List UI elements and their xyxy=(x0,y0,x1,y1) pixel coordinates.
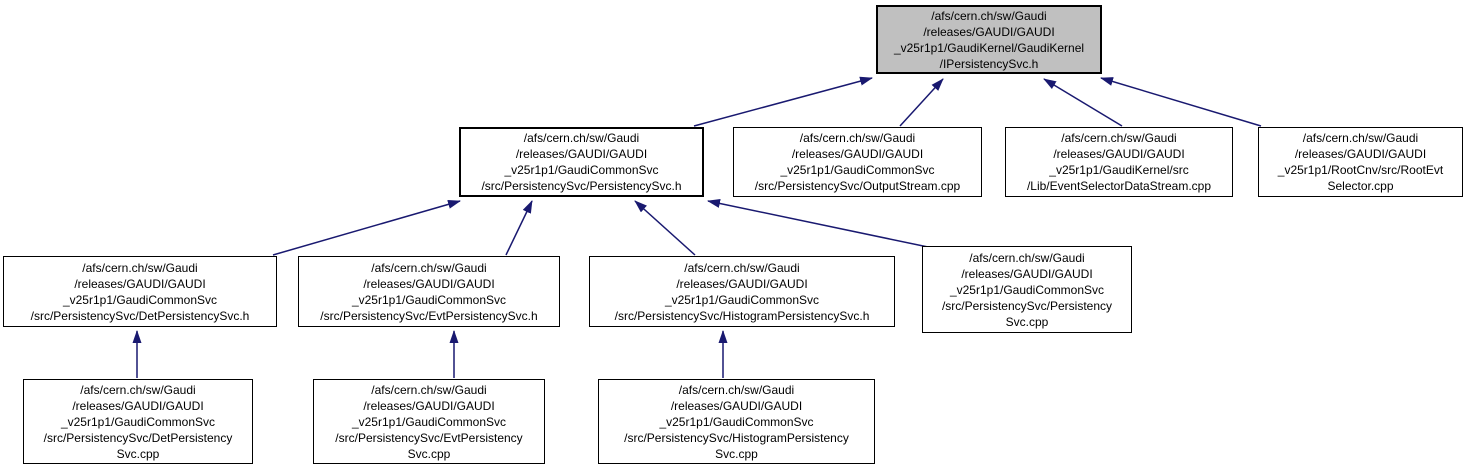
node-detpersistencysvc-h[interactable]: /afs/cern.ch/sw/Gaudi /releases/GAUDI/GA… xyxy=(3,256,277,327)
node-path-line: _v25r1p1/GaudiKernel/src xyxy=(1049,163,1189,177)
node-path-line: /releases/GAUDI/GAUDI xyxy=(363,276,495,291)
node-path-line: _v25r1p1/GaudiKernel/GaudiKernel xyxy=(893,40,1085,55)
node-path-line: Svc.cpp xyxy=(116,446,160,461)
node-path-line: /src/PersistencySvc/HistogramPersistency… xyxy=(614,308,870,323)
node-path-line: _v25r1p1/GaudiCommonSvc xyxy=(504,163,659,177)
node-path-line: /releases/GAUDI/GAUDI xyxy=(923,24,1055,39)
node-path-line: /afs/cern.ch/sw/Gaudi xyxy=(684,260,800,275)
node-path-line: /src/PersistencySvc/DetPersistency xyxy=(43,430,233,445)
node-path-line: /releases/GAUDI/GAUDI xyxy=(72,398,204,413)
node-path-line: /src/PersistencySvc/DetPersistencySvc.h xyxy=(30,308,250,323)
node-path-line: _v25r1p1/GaudiCommonSvc xyxy=(351,292,507,307)
node-path-line: _v25r1p1/GaudiCommonSvc xyxy=(949,282,1105,297)
node-path-line: /afs/cern.ch/sw/Gaudi xyxy=(1061,131,1177,145)
node-path-line: /Lib/EventSelectorDataStream.cpp xyxy=(1026,179,1212,193)
node-evtpersistencysvc-cpp[interactable]: /afs/cern.ch/sw/Gaudi /releases/GAUDI/GA… xyxy=(313,379,545,464)
edge-persistencysvc-cpp-to-persistencysvc-h xyxy=(707,199,929,248)
node-path-line: /releases/GAUDI/GAUDI xyxy=(676,276,808,291)
node-path-line: _v25r1p1/GaudiCommonSvc xyxy=(659,414,814,429)
edge-rootevtselector-cpp-to-ipersistencysvc-h xyxy=(1100,77,1262,127)
node-rootevtselector-cpp[interactable]: /afs/cern.ch/sw/Gaudi /releases/GAUDI/GA… xyxy=(1258,127,1463,197)
node-path-line: /afs/cern.ch/sw/Gaudi xyxy=(1302,131,1419,145)
node-path-line: /src/PersistencySvc/PersistencySvc.h xyxy=(481,179,682,193)
node-path-line: /src/PersistencySvc/EvtPersistency xyxy=(335,430,523,445)
node-persistencysvc-h[interactable]: /afs/cern.ch/sw/Gaudi /releases/GAUDI/GA… xyxy=(459,127,704,197)
node-path-line: /releases/GAUDI/GAUDI xyxy=(670,398,803,413)
node-path-line: /afs/cern.ch/sw/Gaudi xyxy=(82,260,198,275)
edge-eventselectordatastream-cpp-to-ipersistencysvc-h xyxy=(1043,78,1123,127)
node-path-line: /releases/GAUDI/GAUDI xyxy=(74,276,206,291)
edge-detpersistencysvc-h-to-persistencysvc-h xyxy=(272,200,461,256)
edge-persistencysvc-h-to-ipersistencysvc-h xyxy=(693,76,873,127)
node-path-line: /afs/cern.ch/sw/Gaudi xyxy=(371,382,487,397)
node-path-line: _v25r1p1/GaudiCommonSvc xyxy=(664,292,820,307)
node-path-line: /IPersistencySvc.h xyxy=(939,56,1039,71)
node-path-line: /releases/GAUDI/GAUDI xyxy=(1294,147,1427,161)
node-path-line: /releases/GAUDI/GAUDI xyxy=(1053,147,1185,161)
node-path-line: /releases/GAUDI/GAUDI xyxy=(515,147,648,161)
node-path-line: _v25r1p1/GaudiCommonSvc xyxy=(62,292,218,307)
node-evtpersistencysvc-h[interactable]: /afs/cern.ch/sw/Gaudi /releases/GAUDI/GA… xyxy=(298,256,560,327)
node-ipersistencysvc-h: /afs/cern.ch/sw/Gaudi /releases/GAUDI/GA… xyxy=(876,5,1102,74)
node-path-line: /afs/cern.ch/sw/Gaudi xyxy=(523,131,640,145)
node-path-line: /releases/GAUDI/GAUDI xyxy=(363,398,495,413)
node-eventselectordatastream-cpp[interactable]: /afs/cern.ch/sw/Gaudi /releases/GAUDI/GA… xyxy=(1005,127,1233,197)
node-outputstream-cpp[interactable]: /afs/cern.ch/sw/Gaudi /releases/GAUDI/GA… xyxy=(733,127,982,197)
node-path-line: /releases/GAUDI/GAUDI xyxy=(961,266,1093,281)
edge-outputstream-cpp-to-ipersistencysvc-h xyxy=(899,78,944,127)
edge-evtpersistencysvc-h-to-persistencysvc-h xyxy=(505,200,533,256)
node-path-line: _v25r1p1/GaudiCommonSvc xyxy=(780,163,935,177)
node-persistencysvc-cpp[interactable]: /afs/cern.ch/sw/Gaudi /releases/GAUDI/GA… xyxy=(922,246,1132,333)
node-path-line: Selector.cpp xyxy=(1327,179,1394,193)
node-path-line: /afs/cern.ch/sw/Gaudi xyxy=(371,260,487,275)
node-path-line: /afs/cern.ch/sw/Gaudi xyxy=(678,382,795,397)
node-path-line: /src/PersistencySvc/Persistency xyxy=(941,298,1113,313)
node-path-line: /afs/cern.ch/sw/Gaudi xyxy=(931,8,1047,23)
node-path-line: _v25r1p1/RootCnv/src/RootEvt xyxy=(1277,163,1444,177)
node-path-line: /src/PersistencySvc/HistogramPersistency xyxy=(624,430,849,445)
node-path-line: _v25r1p1/GaudiCommonSvc xyxy=(60,414,216,429)
node-path-line: Svc.cpp xyxy=(1005,314,1049,329)
node-detpersistencysvc-cpp[interactable]: /afs/cern.ch/sw/Gaudi /releases/GAUDI/GA… xyxy=(23,379,253,464)
node-path-line: Svc.cpp xyxy=(407,446,451,461)
node-histogrampersistencysvc-h[interactable]: /afs/cern.ch/sw/Gaudi /releases/GAUDI/GA… xyxy=(589,256,895,327)
node-path-line: /afs/cern.ch/sw/Gaudi xyxy=(969,250,1085,265)
node-path-line: _v25r1p1/GaudiCommonSvc xyxy=(351,414,507,429)
node-path-line: Svc.cpp xyxy=(715,446,758,461)
node-path-line: /src/PersistencySvc/OutputStream.cpp xyxy=(754,179,961,193)
node-path-line: /afs/cern.ch/sw/Gaudi xyxy=(80,382,196,397)
node-path-line: /src/PersistencySvc/EvtPersistencySvc.h xyxy=(320,308,538,323)
node-path-line: /releases/GAUDI/GAUDI xyxy=(791,147,924,161)
node-path-line: /afs/cern.ch/sw/Gaudi xyxy=(799,131,916,145)
node-histogrampersistencysvc-cpp[interactable]: /afs/cern.ch/sw/Gaudi /releases/GAUDI/GA… xyxy=(598,379,875,464)
edge-histogrampersistencysvc-h-to-persistencysvc-h xyxy=(634,200,696,256)
